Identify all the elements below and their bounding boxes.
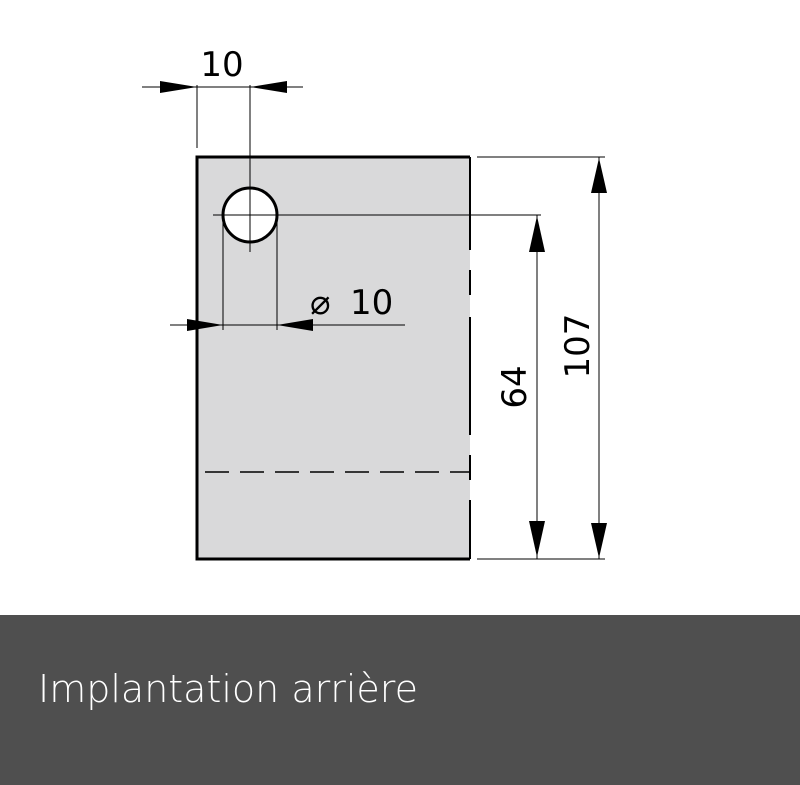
dimension-hole-diameter: ⌀ 10 <box>170 215 405 331</box>
dimension-hole-height: 64 <box>495 215 545 559</box>
dimension-total-height: 107 <box>477 156 607 560</box>
caption-bar: Implantation arrière <box>0 615 800 785</box>
dimension-hole-diameter-label: 10 <box>350 283 393 323</box>
dimension-total-height-label: 107 <box>558 314 598 379</box>
technical-drawing: 10 ⌀ 10 64 107 <box>142 45 607 561</box>
caption-title: Implantation arrière <box>38 667 418 711</box>
diameter-symbol: ⌀ <box>310 283 330 323</box>
dimension-top-offset-label: 10 <box>200 45 243 85</box>
dimension-hole-height-label: 64 <box>495 365 535 408</box>
dimension-top-offset: 10 <box>142 45 303 148</box>
